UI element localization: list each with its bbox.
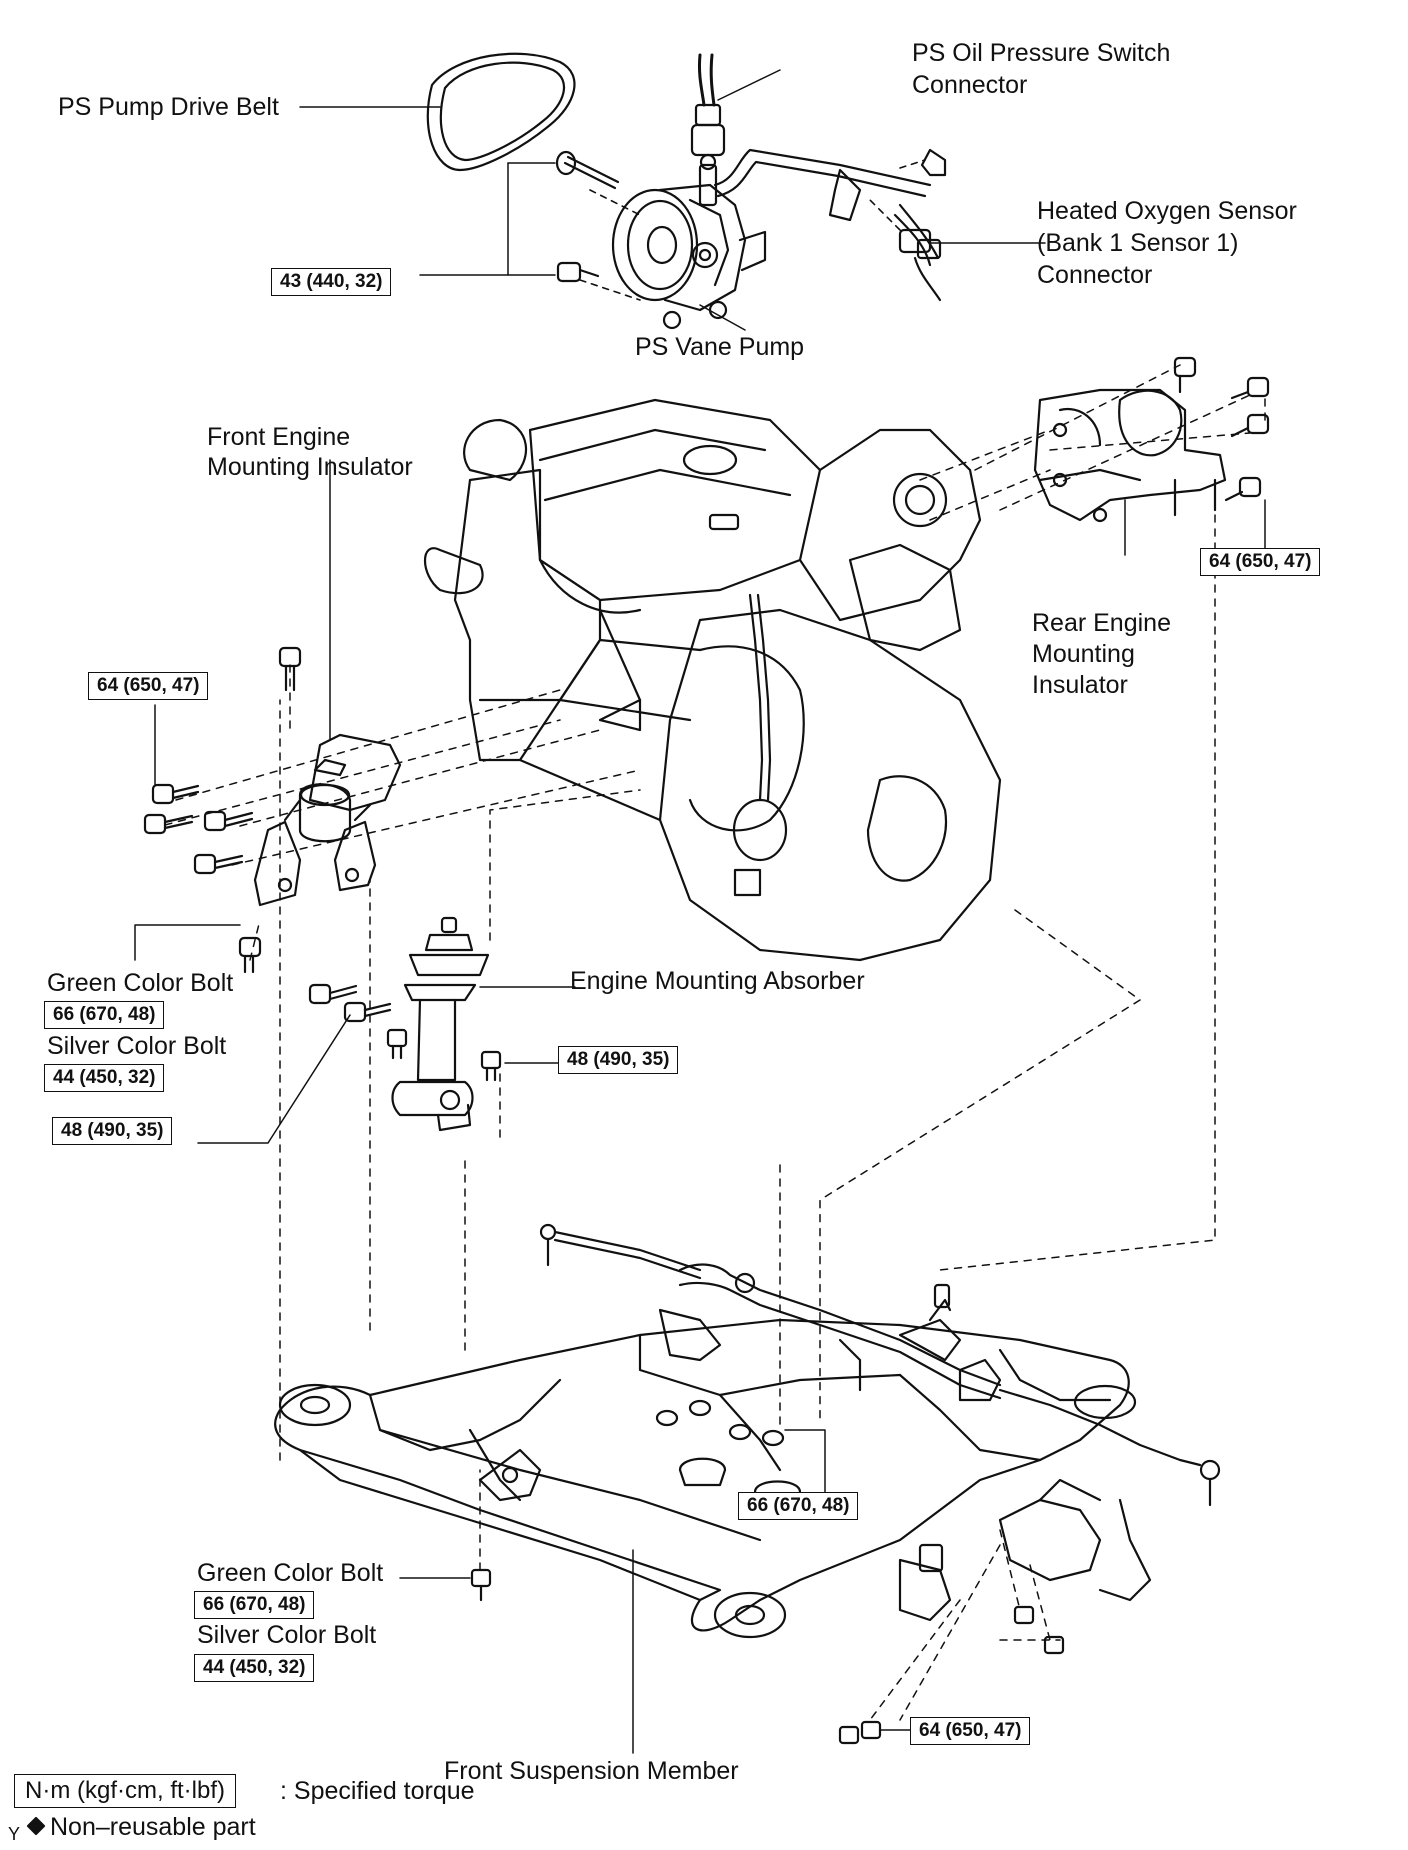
torque-member-bottom-right: 64 (650, 47): [910, 1717, 1031, 1745]
torque-green-bolt-upper: 66 (670, 48): [44, 1001, 165, 1029]
ps-pump-drive-belt-drawing: [426, 52, 576, 172]
legend-unit-box: N·m (kgf·cm, ft·lbf): [14, 1774, 236, 1808]
alignment-dashed-lines: [164, 364, 1266, 1721]
legend-specified-torque: : Specified torque: [280, 1777, 475, 1805]
label-front-suspension-member: Front Suspension Member: [444, 1757, 739, 1785]
torque-silver-bolt-upper: 44 (450, 32): [44, 1064, 165, 1092]
label-front-engine-mounting-line1: Front Engine: [207, 423, 351, 451]
nonreusable-marker-diamond: [26, 1816, 46, 1836]
label-heated-oxygen-sensor-line2: (Bank 1 Sensor 1): [1037, 229, 1239, 257]
label-front-engine-mounting-line2: Mounting Insulator: [207, 453, 413, 481]
label-engine-mounting-absorber: Engine Mounting Absorber: [570, 967, 865, 995]
torque-absorber-left: 48 (490, 35): [52, 1117, 173, 1145]
label-heated-oxygen-sensor-line1: Heated Oxygen Sensor: [1037, 197, 1297, 225]
label-rear-engine-mounting-line3: Insulator: [1032, 671, 1128, 699]
absorber-bolts-drawing: [308, 983, 502, 1082]
ps-vane-pump-drawing: [611, 153, 767, 330]
rear-engine-mounting-insulator-drawing: [1033, 388, 1227, 523]
heated-oxygen-sensor-connector-drawing: [869, 148, 947, 302]
label-green-color-bolt-lower: Green Color Bolt: [197, 1559, 384, 1587]
torque-member-nuts: 66 (670, 48): [738, 1492, 859, 1520]
torque-front-mount: 64 (650, 47): [88, 672, 209, 700]
legend-nonreusable-part: Non–reusable part: [50, 1813, 256, 1841]
torque-rear-mount: 64 (650, 47): [1200, 548, 1321, 576]
steering-rack-drawing: [539, 1223, 1221, 1507]
front-engine-mounting-insulator-drawing: [253, 733, 402, 907]
engine-mounting-absorber-drawing: [391, 916, 490, 1132]
ps-oil-pressure-switch-connector-drawing: [690, 53, 726, 157]
torque-silver-bolt-lower: 44 (450, 32): [194, 1654, 315, 1682]
label-rear-engine-mounting-line2: Mounting: [1032, 640, 1135, 668]
engine-assembly-drawing: [423, 398, 1002, 962]
ps-pressure-pipe-drawing: [713, 148, 932, 222]
label-heated-oxygen-sensor-line3: Connector: [1037, 261, 1153, 289]
rear-mount-bolts-drawing: [1173, 356, 1270, 502]
torque-absorber-right: 48 (490, 35): [558, 1046, 679, 1074]
ps-pump-bolts-drawing: [555, 150, 641, 301]
front-mount-bolts-drawing: [143, 646, 302, 974]
label-ps-pump-drive-belt: PS Pump Drive Belt: [58, 93, 279, 121]
label-silver-color-bolt-upper: Silver Color Bolt: [47, 1032, 227, 1060]
front-suspension-member-drawing: [274, 1318, 1152, 1639]
label-ps-oil-pressure-switch-line1: PS Oil Pressure Switch: [912, 39, 1171, 67]
legend-marker-letter: Y: [8, 1824, 21, 1844]
label-ps-vane-pump: PS Vane Pump: [635, 333, 805, 361]
label-silver-color-bolt-lower: Silver Color Bolt: [197, 1621, 377, 1649]
label-rear-engine-mounting-line1: Rear Engine: [1032, 609, 1171, 637]
torque-green-bolt-lower: 66 (670, 48): [194, 1591, 315, 1619]
torque-ps-pump-bolts: 43 (440, 32): [271, 268, 392, 296]
label-green-color-bolt-upper: Green Color Bolt: [47, 969, 234, 997]
leader-lines: [134, 69, 1266, 1754]
label-ps-oil-pressure-switch-line2: Connector: [912, 71, 1028, 99]
